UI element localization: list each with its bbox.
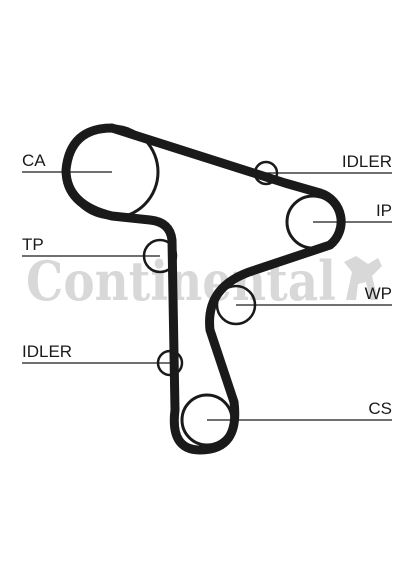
label-ca: CA: [22, 151, 46, 170]
label-cs: CS: [368, 399, 392, 418]
horse-logo-icon: [344, 256, 382, 300]
label-idler-top: IDLER: [342, 152, 392, 171]
continental-watermark: Continental: [26, 249, 382, 313]
label-tp: TP: [22, 235, 44, 254]
label-wp: WP: [365, 284, 392, 303]
label-ip: IP: [376, 201, 392, 220]
label-idler-bottom: IDLER: [22, 342, 72, 361]
